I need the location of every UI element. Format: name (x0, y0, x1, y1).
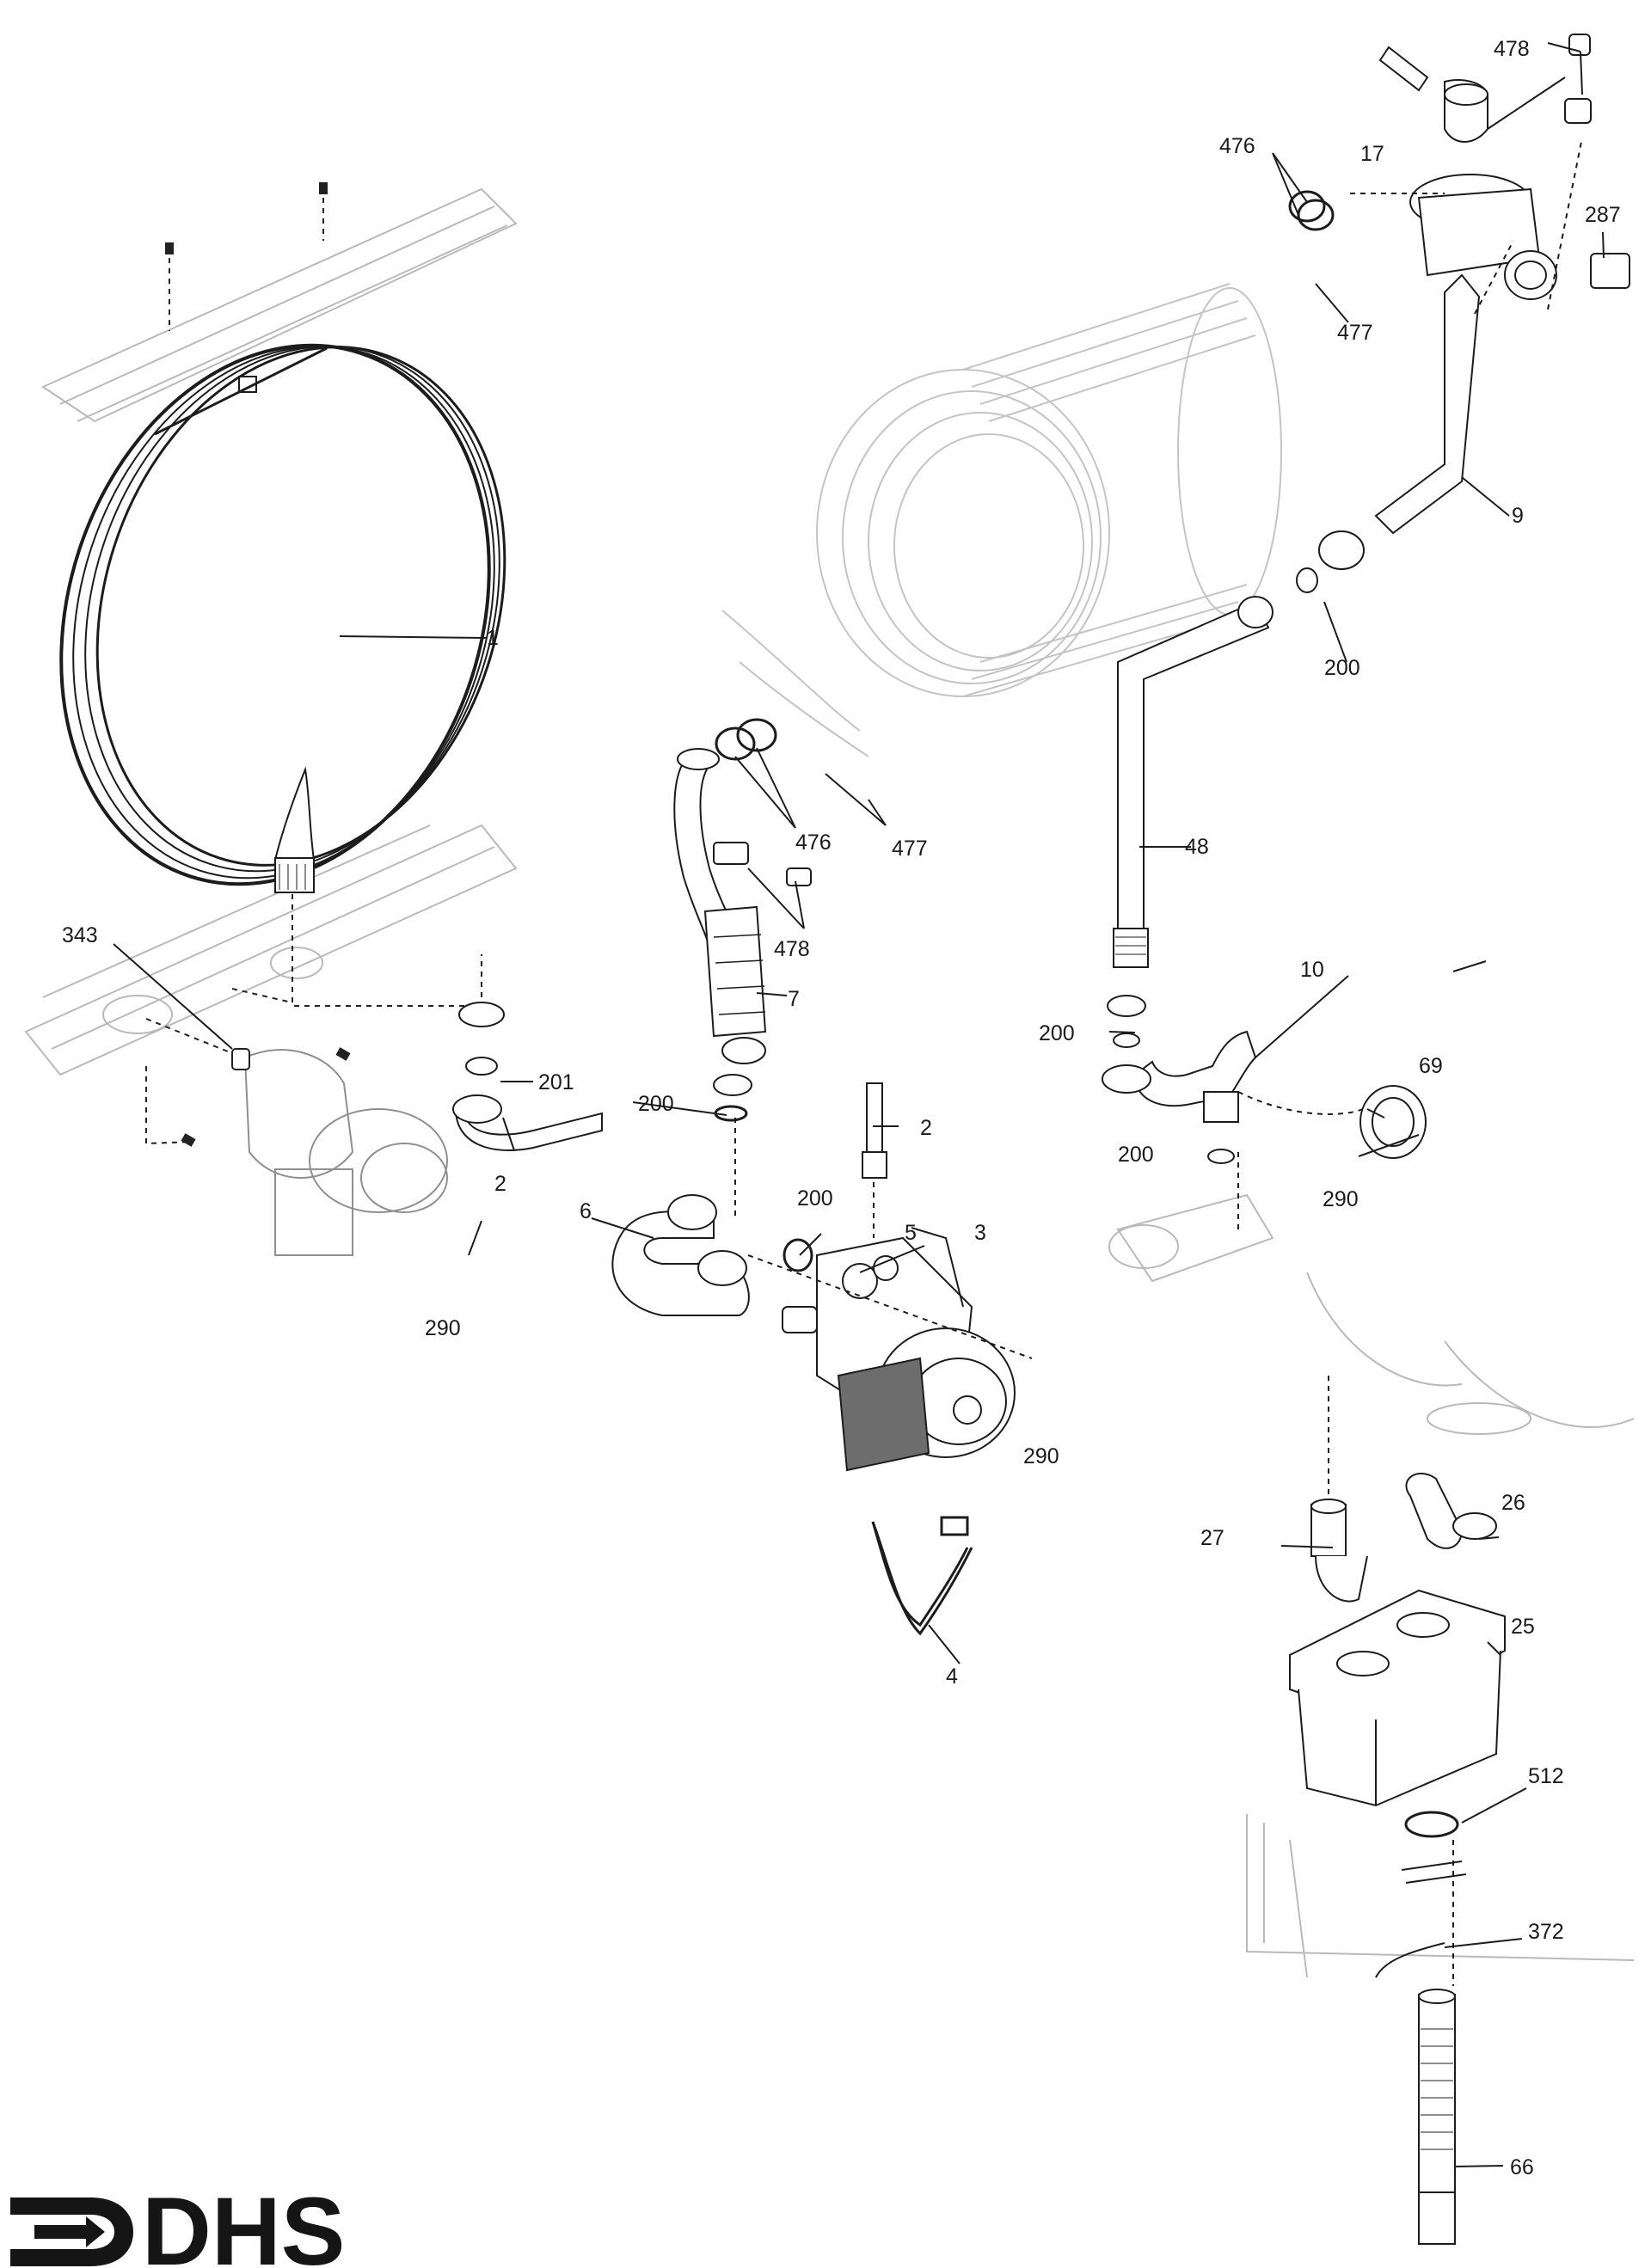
callout-17: 17 (1360, 142, 1384, 166)
leader-dashed (145, 198, 482, 1145)
callout-25: 25 (1511, 1615, 1535, 1639)
callout-476: 476 (795, 831, 832, 855)
expansion-vessel (59, 343, 506, 893)
callout-290: 290 (1323, 1187, 1359, 1211)
callout-10: 10 (1300, 958, 1324, 982)
callout-4: 4 (946, 1664, 958, 1689)
pump-3 (782, 1236, 1016, 1472)
callout-66: 66 (1510, 2155, 1534, 2179)
callout-476: 476 (1219, 134, 1255, 158)
callout-478: 478 (1494, 37, 1530, 61)
bleed-screw-343 (231, 1048, 250, 1070)
heat-exchanger-coil (721, 283, 1282, 757)
pipe-9 (1296, 273, 1481, 593)
callout-9: 9 (1512, 504, 1524, 528)
adapter-27 (1310, 1499, 1368, 1603)
condensate-trap-25 (1289, 1589, 1506, 1807)
callout-372: 372 (1528, 1920, 1564, 1944)
callout-2: 2 (494, 1172, 506, 1196)
callout-2: 2 (920, 1116, 932, 1140)
callout-478: 478 (774, 937, 810, 961)
callout-5: 5 (905, 1221, 917, 1245)
hydraulic-block-left (243, 1049, 448, 1256)
arrow-icon (10, 2198, 133, 2266)
logo-text: DHS (142, 2178, 345, 2268)
callout-69: 69 (1419, 1054, 1443, 1078)
callout-343: 343 (62, 923, 98, 947)
fitting-287 (1590, 253, 1630, 289)
callout-1: 1 (487, 626, 499, 650)
callout-290: 290 (1023, 1444, 1059, 1468)
callout-512: 512 (1528, 1764, 1564, 1788)
callout-200: 200 (797, 1186, 833, 1211)
u-bend-pipe-6 (611, 1194, 750, 1316)
pipe-stub-2 (862, 1082, 887, 1179)
callout-477: 477 (892, 837, 928, 861)
background-chassis (24, 187, 1635, 1978)
pipe-connection-left (452, 1002, 603, 1151)
washer-512 (1404, 1811, 1459, 1838)
callout-48: 48 (1185, 835, 1209, 859)
clip-372 (1375, 1860, 1467, 1978)
pressure-gauge-69 (1359, 1085, 1427, 1159)
callout-290: 290 (425, 1316, 461, 1340)
flow-pipe-7 (673, 748, 767, 1096)
callout-26: 26 (1501, 1491, 1525, 1515)
drain-hose-66 (1418, 1989, 1456, 2245)
callout-287: 287 (1585, 203, 1621, 227)
callout-200: 200 (1118, 1143, 1154, 1167)
leader-dashed-right (734, 137, 1583, 1986)
callout-200: 200 (1324, 656, 1360, 680)
pipe-48 (1113, 596, 1274, 968)
callout-6: 6 (580, 1199, 592, 1223)
cable-4 (871, 1516, 973, 1636)
bend-26 (1405, 1473, 1497, 1549)
callout-3: 3 (974, 1221, 986, 1245)
air-vent-17 (1378, 46, 1557, 300)
return-fitting-10 (1102, 995, 1257, 1164)
callout-200: 200 (1039, 1021, 1075, 1045)
callout-27: 27 (1200, 1526, 1224, 1550)
clip-478 (713, 842, 812, 886)
callout-477: 477 (1337, 321, 1373, 345)
callout-labels: 1 343 201 2 290 6 7 200 200 2 5 3 290 4 … (62, 37, 1621, 2179)
fixing-screws (165, 182, 351, 1147)
o-rings-476 (715, 718, 777, 761)
callout-200: 200 (638, 1092, 674, 1116)
callout-7: 7 (788, 987, 800, 1011)
callout-201: 201 (538, 1070, 574, 1094)
leader-lines (113, 42, 1605, 2167)
dhs-logo: DHS (0, 2175, 371, 2268)
